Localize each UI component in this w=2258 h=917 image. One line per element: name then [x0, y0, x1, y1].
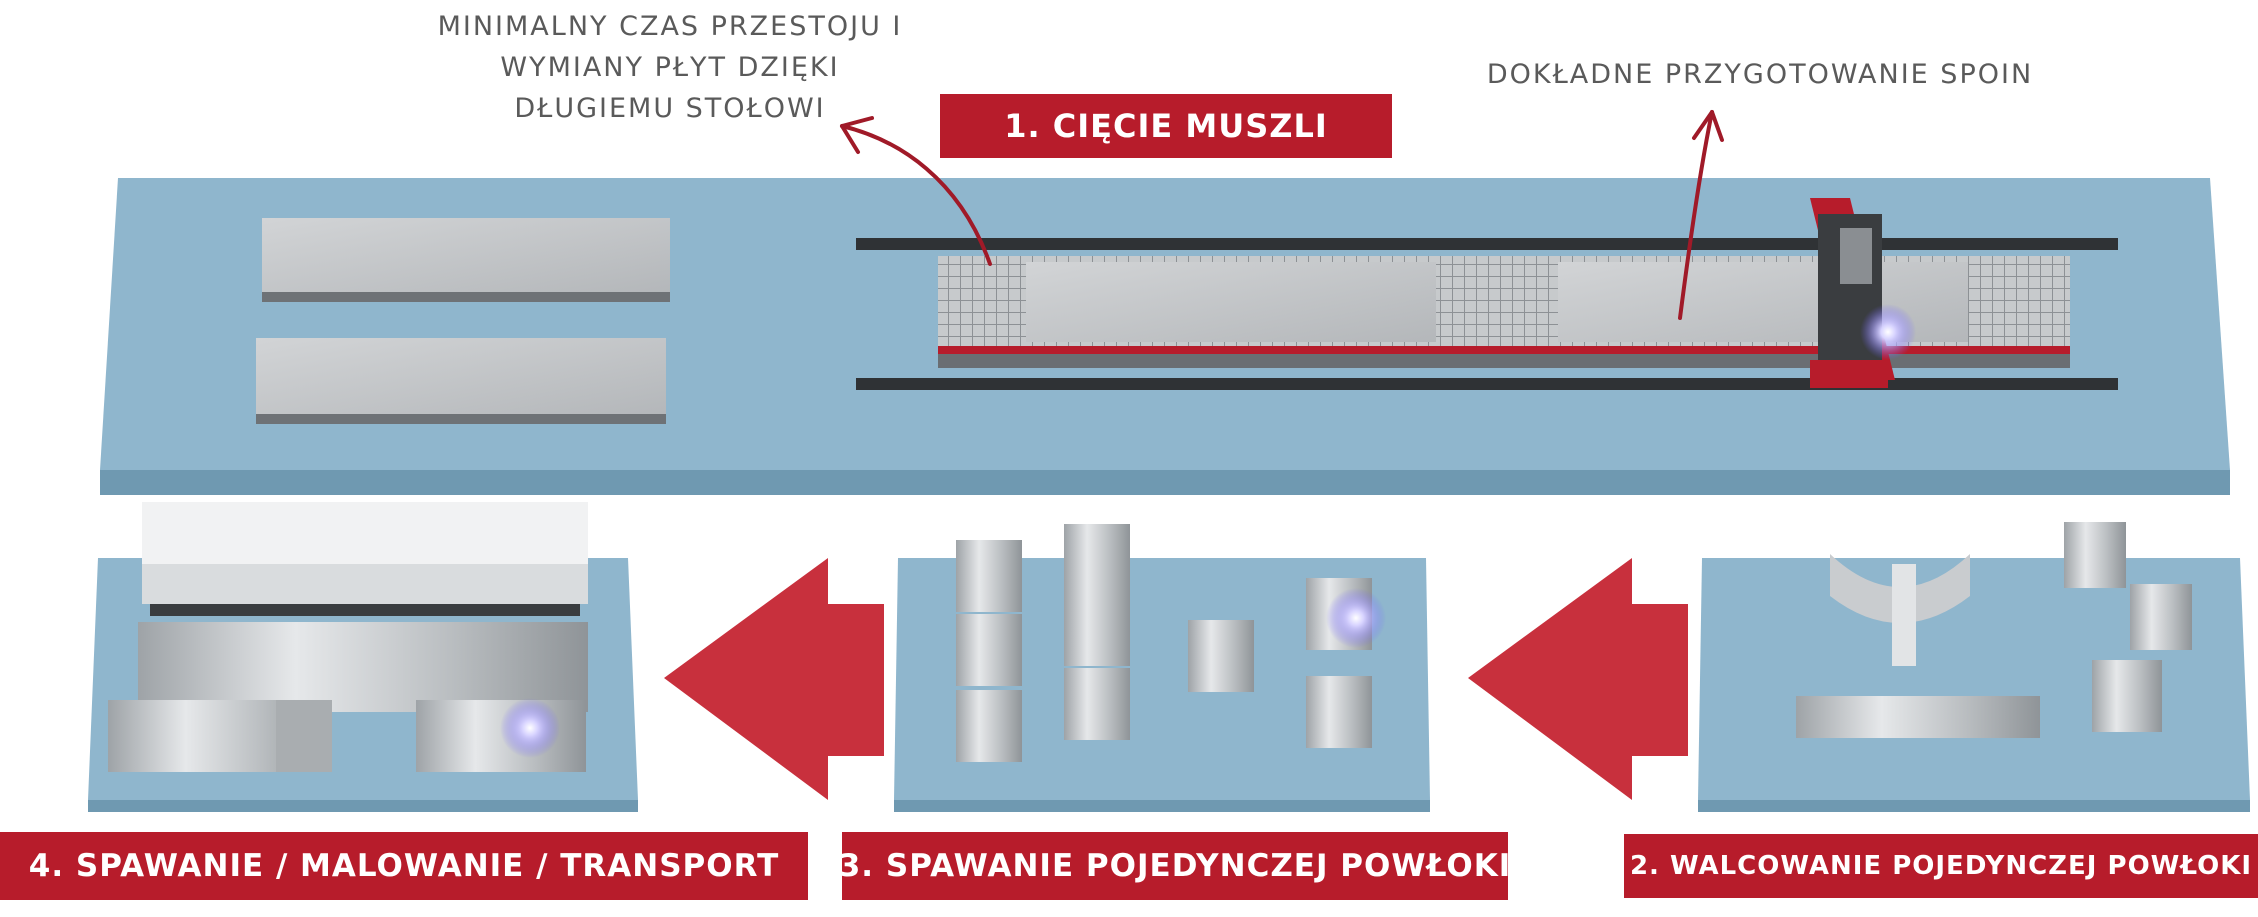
gantry-rails	[856, 238, 2118, 390]
downtime-caption-line-1: MINIMALNY CZAS PRZESTOJU I	[437, 11, 903, 42]
rolling-platform	[1698, 558, 2250, 812]
step-3-label: 3. SPAWANIE POJEDYNCZEJ POWŁOKI	[839, 832, 1510, 900]
cutting-gantry	[1810, 198, 1916, 388]
downtime-caption: MINIMALNY CZAS PRZESTOJU I WYMIANY PŁYT …	[420, 6, 920, 129]
steel-plate-stack	[256, 218, 670, 424]
step-2-label: 2. WALCOWANIE POJEDYNCZEJ POWŁOKI	[1624, 834, 2258, 898]
transport-trailer	[108, 502, 588, 772]
downtime-caption-line-2: WYMIANY PŁYT DZIĘKI	[500, 52, 840, 83]
callout-arrow-downtime	[840, 116, 992, 266]
downtime-caption-line-3: DŁUGIEMU STOŁOWI	[514, 93, 826, 124]
step-1-label: 1. CIĘCIE MUSZLI	[940, 94, 1392, 158]
step-4-label: 4. SPAWANIE / MALOWANIE / TRANSPORT	[0, 832, 808, 900]
flow-arrow-middle	[1468, 558, 1688, 800]
shell-cylinders	[956, 524, 1386, 762]
callout-arrow-weld-prep	[1678, 110, 1724, 320]
flow-arrow-left	[664, 558, 884, 800]
shell-welding-platform	[894, 558, 1430, 812]
weld-prep-caption: DOKŁADNE PRZYGOTOWANIE SPOIN	[1486, 59, 2034, 90]
rolling-machine	[1796, 522, 2192, 738]
